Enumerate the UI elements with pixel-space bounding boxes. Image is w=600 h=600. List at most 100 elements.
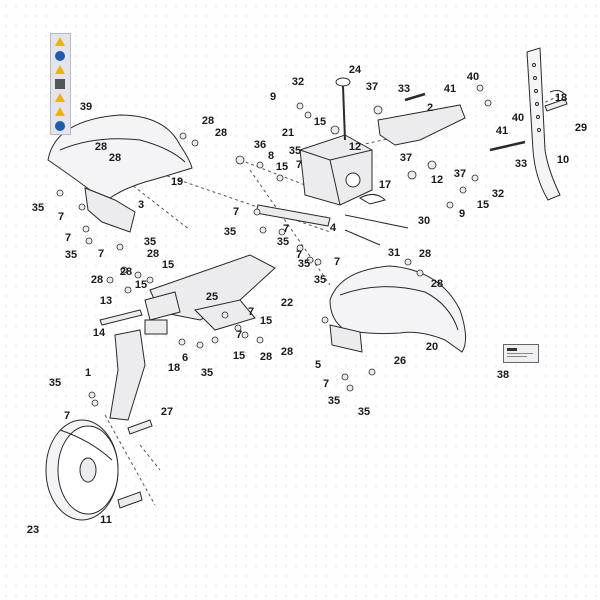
spring-clip [358,194,386,205]
part-callout: 28 [201,115,215,127]
part-callout: 15 [232,350,246,362]
part-callout: 7 [247,306,255,318]
part-callout: 35 [297,258,311,270]
part-callout: 7 [295,159,303,171]
part-callout: 28 [94,141,108,153]
part-callout: 8 [267,150,275,162]
part-callout: 15 [134,279,148,291]
part-callout: 7 [64,232,72,244]
part-callout: 41 [495,125,509,137]
part-callout: 7 [232,206,240,218]
part-callout: 28 [259,351,273,363]
part-callout: 40 [466,71,480,83]
part-callout: 35 [31,202,45,214]
part-callout: 12 [430,174,444,186]
warning-decal-strip [50,33,71,135]
part-callout: 38 [496,369,510,381]
fasteners [56,84,492,407]
cross-bar [255,204,331,227]
part-callout: 7 [57,211,65,223]
part-callout: 28 [430,278,444,290]
pin-14 [99,309,143,326]
part-callout: 25 [205,291,219,303]
part-callout: 13 [99,295,113,307]
part-callout: 28 [280,346,294,358]
info-circle-icon [55,121,65,131]
long-bolt-31 [344,229,381,246]
manual-square-icon [55,79,65,89]
part-callout: 35 [288,145,302,157]
part-callout: 33 [397,83,411,95]
part-callout: 26 [393,355,407,367]
t-handle [335,77,351,141]
part-callout: 35 [143,236,157,248]
axle-pin [117,491,143,509]
part-callout: 18 [554,92,568,104]
part-callout: 28 [146,248,160,260]
warning-triangle-icon [55,107,65,116]
pin-29 [544,98,568,112]
part-callout: 35 [327,395,341,407]
part-callout: 18 [167,362,181,374]
part-callout: 14 [92,327,106,339]
part-callout: 22 [280,297,294,309]
part-callout: 2 [426,102,434,114]
warning-triangle-icon [55,93,65,102]
handle-bracket [377,104,466,146]
part-callout: 21 [281,127,295,139]
part-callout: 7 [235,329,243,341]
model-label-plate [503,344,539,363]
part-callout: 35 [313,274,327,286]
part-callout: 37 [399,152,413,164]
part-callout: 9 [458,208,466,220]
part-callout: 37 [365,81,379,93]
part-callout: 5 [314,359,322,371]
part-callout: 7 [322,378,330,390]
warning-triangle-icon [55,37,65,46]
long-bolt-30 [344,214,409,229]
part-callout: 15 [161,259,175,271]
part-callout: 3 [137,199,145,211]
part-callout: 35 [276,236,290,248]
part-callout: 35 [200,367,214,379]
part-callout: 28 [108,152,122,164]
part-callout: 7 [282,223,290,235]
part-callout: 9 [269,91,277,103]
part-callout: 40 [511,112,525,124]
part-callout: 7 [63,410,71,422]
warning-triangle-icon [55,65,65,74]
part-callout: 24 [348,64,362,76]
part-callout: 11 [100,514,112,526]
part-callout: 23 [26,524,40,536]
part-callout: 32 [291,76,305,88]
part-callout: 36 [253,139,267,151]
part-callout: 37 [453,168,467,180]
part-callout: 28 [119,266,133,278]
part-callout: 28 [418,248,432,260]
part-callout: 1 [84,367,92,379]
part-callout: 15 [259,315,273,327]
depth-stake [526,47,561,201]
part-callout: 4 [329,222,337,234]
part-callout: 15 [476,199,490,211]
part-callout: 35 [357,406,371,418]
wheel [45,419,119,521]
part-callout: 19 [170,176,184,188]
part-callout: 29 [574,122,588,134]
part-callout: 30 [417,215,431,227]
part-callout: 7 [333,256,341,268]
part-callout: 35 [223,226,237,238]
part-callout: 17 [378,179,392,191]
part-callout: 35 [48,377,62,389]
info-circle-icon [55,51,65,61]
part-callout: 35 [64,249,78,261]
part-callout: 28 [90,274,104,286]
part-callout: 15 [313,116,327,128]
part-callout: 41 [443,83,457,95]
part-callout: 6 [181,352,189,364]
part-callout: 33 [514,158,528,170]
part-callout: 20 [425,341,439,353]
part-callout: 7 [97,248,105,260]
